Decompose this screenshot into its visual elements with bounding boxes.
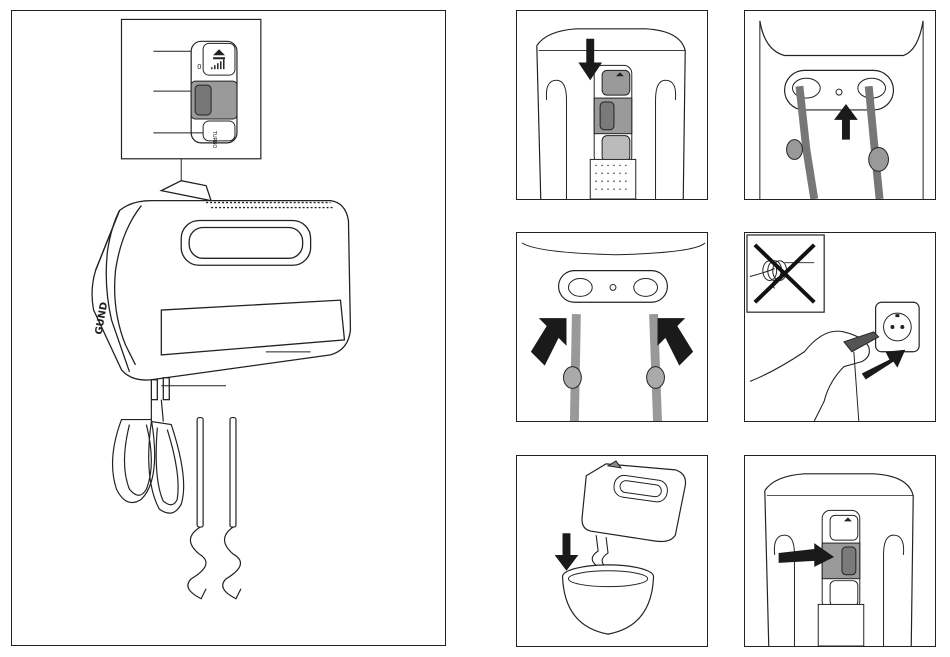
step-panel-1 xyxy=(516,10,708,200)
insert-arrow-right xyxy=(658,318,694,365)
dough-hooks xyxy=(188,418,241,599)
step-2-drawing xyxy=(745,11,935,199)
switch-detail-inset: 0 TURBO xyxy=(121,19,260,185)
step-3-drawing xyxy=(517,233,707,421)
step-panel-4 xyxy=(744,232,936,422)
step-panel-3 xyxy=(516,232,708,422)
off-label: 0 xyxy=(197,63,201,71)
lower-into-bowl-arrow xyxy=(555,533,579,571)
insert-arrow-left xyxy=(531,318,567,365)
beater-whisks xyxy=(113,400,184,513)
turbo-label: TURBO xyxy=(211,130,217,148)
step-5-drawing xyxy=(517,456,707,646)
overview-panel: 0 TURBO xyxy=(11,10,446,646)
step-panel-5 xyxy=(516,455,708,647)
mixer-overview-drawing: 0 TURBO xyxy=(12,11,445,645)
step-4-drawing xyxy=(745,233,935,421)
step-panel-2 xyxy=(744,10,936,200)
step-1-drawing xyxy=(517,11,707,199)
hand-mixer-body xyxy=(92,181,350,400)
step-panel-6 xyxy=(744,455,936,647)
step-6-drawing xyxy=(745,456,935,646)
